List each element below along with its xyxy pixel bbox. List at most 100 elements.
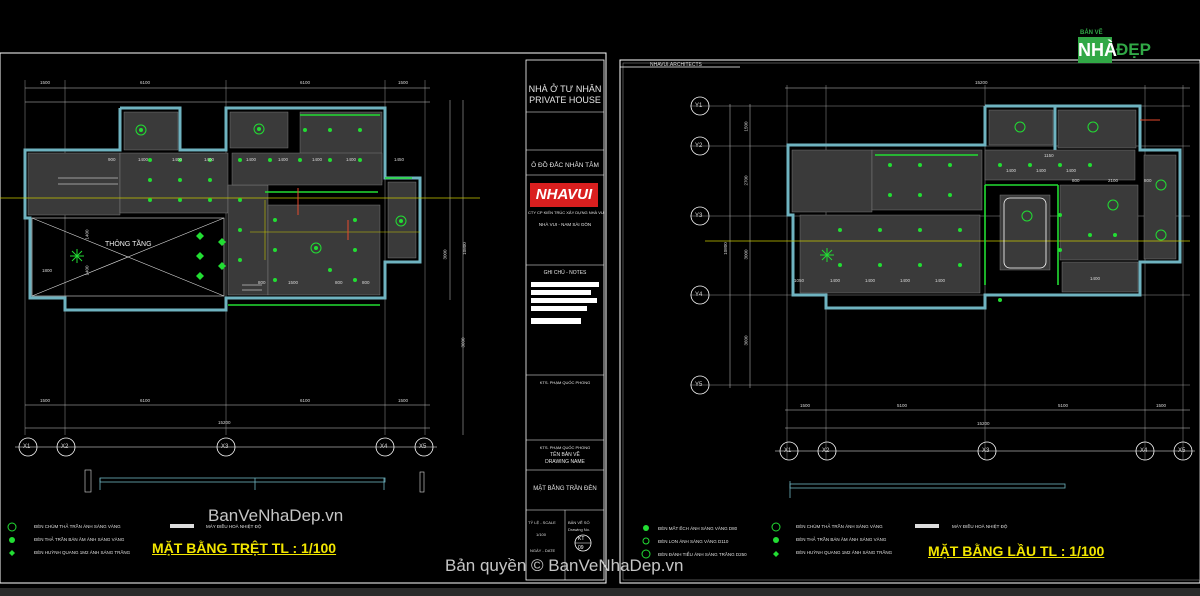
dim-bottom-1: 1500 xyxy=(40,398,51,403)
sheet-number: 09 xyxy=(578,545,584,551)
grid-rx1: X1 xyxy=(784,448,792,454)
grid-y4: Y4 xyxy=(695,292,703,298)
dim-right-2: 10800 xyxy=(461,242,467,255)
right-dim-top: 15200 xyxy=(975,80,988,85)
sheet-label-en: Drawing No. xyxy=(568,527,591,532)
notes-header: GHI CHÚ - NOTES xyxy=(543,270,587,276)
legend-right-6: ĐÈN HUỲNH QUANG 1M2 ÁNH SÁNG TRẮNG xyxy=(796,550,893,555)
right-dim-inner-10: 1400 xyxy=(865,278,876,283)
right-dim-inner-12: 1400 xyxy=(935,278,946,283)
date-label: NGÀY - DATE xyxy=(530,548,556,553)
architects-header: NHAVUI.ARCHITECTS xyxy=(650,62,702,68)
right-sheet-inner-frame xyxy=(622,62,1200,581)
legend-right-4: ĐÈN CHÙM THẢ TRẦN ÁNH SÁNG VÀNG xyxy=(796,524,883,529)
right-dim-bottom-1: 1500 xyxy=(800,403,811,408)
dim-inner-3: 1400 xyxy=(172,157,183,162)
grid-y1: Y1 xyxy=(695,103,703,109)
grid-x3: X3 xyxy=(221,444,229,450)
architect-2: KTS. PHẠM QUỐC PHONG xyxy=(539,445,591,450)
grid-rx3: X3 xyxy=(982,448,990,454)
right-dim-inner-9: 1400 xyxy=(830,278,841,283)
right-dim-inner-1: 1400 xyxy=(1006,168,1017,173)
right-dim-inner-6: 2100 xyxy=(1108,178,1119,183)
dim-top-3: 6100 xyxy=(300,80,311,85)
sheet-label: BẢN VẼ SỐ xyxy=(568,520,590,525)
dim-right-3: 3600 xyxy=(460,337,466,348)
right-dim-bottom-2: 5100 xyxy=(897,403,908,408)
right-dim-inner-5: 800 xyxy=(1072,178,1080,183)
right-sheet-frame xyxy=(619,59,1200,584)
ground-floor-plan xyxy=(0,80,480,493)
watermark-main: BanVeNhaDep.vn xyxy=(208,506,344,525)
dim-inner-9: 1450 xyxy=(394,157,405,162)
right-dim-left-5: 3600 xyxy=(743,335,749,346)
right-dim-inner-7: 800 xyxy=(1144,178,1152,183)
grid-x1: X1 xyxy=(23,444,31,450)
scale-label: TỶ LỆ - SCALE xyxy=(528,520,556,525)
ground-floor-title: MẶT BẰNG TRỆT TL : 1/100 xyxy=(152,540,337,556)
legend-right-2: ĐÈN LON ÁNH SÁNG VÀNG D110 xyxy=(658,539,729,544)
dim-top-2: 6100 xyxy=(140,80,151,85)
grid-rx2: X2 xyxy=(822,448,830,454)
grid-x5: X5 xyxy=(419,444,427,450)
drawing-name-en: DRAWING NAME xyxy=(545,459,585,465)
watermark-copyright: Bản quyền © BanVeNhaDep.vn xyxy=(445,556,684,575)
dim-inner-2: 1400 xyxy=(138,157,149,162)
grid-rx5: X5 xyxy=(1178,448,1186,454)
right-dim-bottom-3: 5100 xyxy=(1058,403,1069,408)
right-dim-inner-13: 1400 xyxy=(1090,276,1101,281)
dim-misc-3: 1400 xyxy=(84,265,90,276)
drawing-name-label: TÊN BẢN VẼ xyxy=(550,452,580,458)
company-name: CTY CP KIẾN TRÚC XÂY DỰNG NHÀ VUI xyxy=(528,210,605,215)
dim-inner-1: 900 xyxy=(108,157,116,162)
dim-misc-5: 1500 xyxy=(288,280,299,285)
dim-bottom-2: 6100 xyxy=(140,398,151,403)
upper-floor-title: MẶT BẰNG LẦU TL : 1/100 xyxy=(928,543,1105,559)
dim-inner-6: 1400 xyxy=(278,157,289,162)
dim-inner-8: 1400 xyxy=(346,157,357,162)
project-address: Ô ĐỒ ĐẮC NHÂN TÂM xyxy=(531,162,599,169)
left-sheet-frame xyxy=(0,52,607,584)
dim-bottom-3: 6100 xyxy=(300,398,311,403)
dim-total: 15200 xyxy=(218,420,231,425)
legend-left-2: ĐÈN THẢ TRẦN BÁN ÂM ÁNH SÁNG VÀNG xyxy=(34,537,125,542)
dim-misc-6: 800 xyxy=(335,280,343,285)
grid-x2: X2 xyxy=(61,444,69,450)
right-dim-left-2: 2700 xyxy=(743,175,749,186)
dim-inner-5: 1400 xyxy=(246,157,257,162)
right-dim-left-3: 3000 xyxy=(743,249,749,260)
dim-misc-4: 800 xyxy=(258,280,266,285)
nhavui-logo: NHAVUI xyxy=(530,183,598,207)
dim-misc-7: 800 xyxy=(362,280,370,285)
dim-misc-1: 1800 xyxy=(42,268,53,273)
dim-inner-7: 1400 xyxy=(312,157,323,162)
company-sub: NHÀ VUI - NAM SÀI GÒN xyxy=(538,222,592,227)
dim-top-1: 1500 xyxy=(40,80,51,85)
left-legend-symbols xyxy=(7,522,194,556)
upper-floor-plan xyxy=(620,66,1195,498)
right-dim-left-1: 1500 xyxy=(743,121,749,132)
logo-text: ĐẸP xyxy=(1116,40,1151,59)
grid-y2: Y2 xyxy=(695,143,703,149)
right-dim-inner-8: 1050 xyxy=(794,278,805,283)
grid-y3: Y3 xyxy=(695,213,703,219)
legend-left-1: ĐÈN CHÙM THẢ TRẦN ÁNH SÁNG VÀNG xyxy=(34,524,121,529)
right-dim-inner-11: 1400 xyxy=(900,278,911,283)
legend-right-5: ĐÈN THẢ TRẦN BÁN ÂM ÁNH SÁNG VÀNG xyxy=(796,537,887,542)
right-dim-inner-2: 1400 xyxy=(1036,168,1047,173)
bottom-scrollbar[interactable] xyxy=(0,588,1200,596)
right-dim-inner-3: 1400 xyxy=(1066,168,1077,173)
dim-bottom-4: 1500 xyxy=(398,398,409,403)
title-block xyxy=(525,59,605,581)
right-legend-symbols xyxy=(641,522,939,559)
dim-right-1: 3000 xyxy=(442,249,448,260)
project-title-vn: NHÀ Ở TƯ NHÂN xyxy=(528,84,602,94)
legend-right-extra: MÁY ĐIỀU HOÀ NHIỆT ĐỘ xyxy=(952,524,1008,529)
grid-y5: Y5 xyxy=(695,382,703,388)
architect-1: KTS. PHẠM QUỐC PHONG xyxy=(539,380,591,385)
site-logo: NHÀ xyxy=(1078,37,1117,63)
right-dim-left-4: 10800 xyxy=(722,242,728,255)
legend-left-3: ĐÈN HUỲNH QUANG 1M2 ÁNH SÁNG TRẮNG xyxy=(34,550,131,555)
right-dim-inner-4: 1150 xyxy=(1044,153,1054,158)
